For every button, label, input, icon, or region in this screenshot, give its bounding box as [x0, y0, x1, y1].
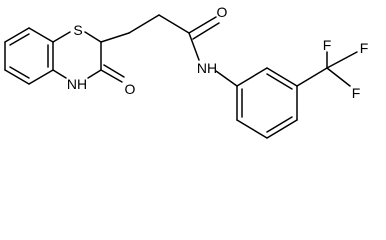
bond [188, 16, 217, 34]
sulfur-atom-label: S [73, 22, 82, 38]
bond [84, 31, 102, 43]
bond-double-inner [9, 66, 30, 79]
fluorine-top-label: F [323, 37, 332, 53]
bond [4, 27, 30, 43]
ring-oxygen-label: O [125, 81, 136, 97]
bond [52, 69, 67, 79]
bond [236, 67, 268, 87]
bond [52, 31, 71, 43]
bond [236, 119, 268, 139]
atom-labels: S O NH O NH F F F [67, 4, 368, 101]
structure-canvas: S O NH O NH F F F [4, 4, 369, 139]
bond [100, 32, 130, 43]
bond [128, 14, 160, 34]
bonds [4, 14, 358, 139]
ring-nh-label: NH [67, 76, 87, 92]
bond [326, 51, 358, 69]
fluorine-right-label: F [360, 40, 369, 56]
bond [266, 67, 298, 87]
bond [4, 69, 30, 85]
bond-double [103, 64, 125, 78]
molecule-diagram: S O NH O NH F F F [4, 4, 368, 139]
bond-double-inner [266, 116, 293, 133]
fluorine-bottom-label: F [352, 85, 361, 101]
amide-oxygen-label: O [217, 4, 228, 20]
bond [28, 27, 54, 43]
bond [215, 70, 238, 87]
amide-nh-label: NH [197, 60, 217, 76]
bond [296, 67, 328, 87]
bond [188, 32, 200, 61]
bond [326, 67, 351, 87]
bond [100, 69, 123, 83]
bond [28, 69, 54, 85]
bond-double [192, 22, 220, 40]
bond [158, 14, 190, 34]
bond [266, 119, 298, 139]
bond-double-inner [9, 33, 30, 46]
bond-double-inner [266, 73, 293, 90]
bond [87, 69, 102, 79]
